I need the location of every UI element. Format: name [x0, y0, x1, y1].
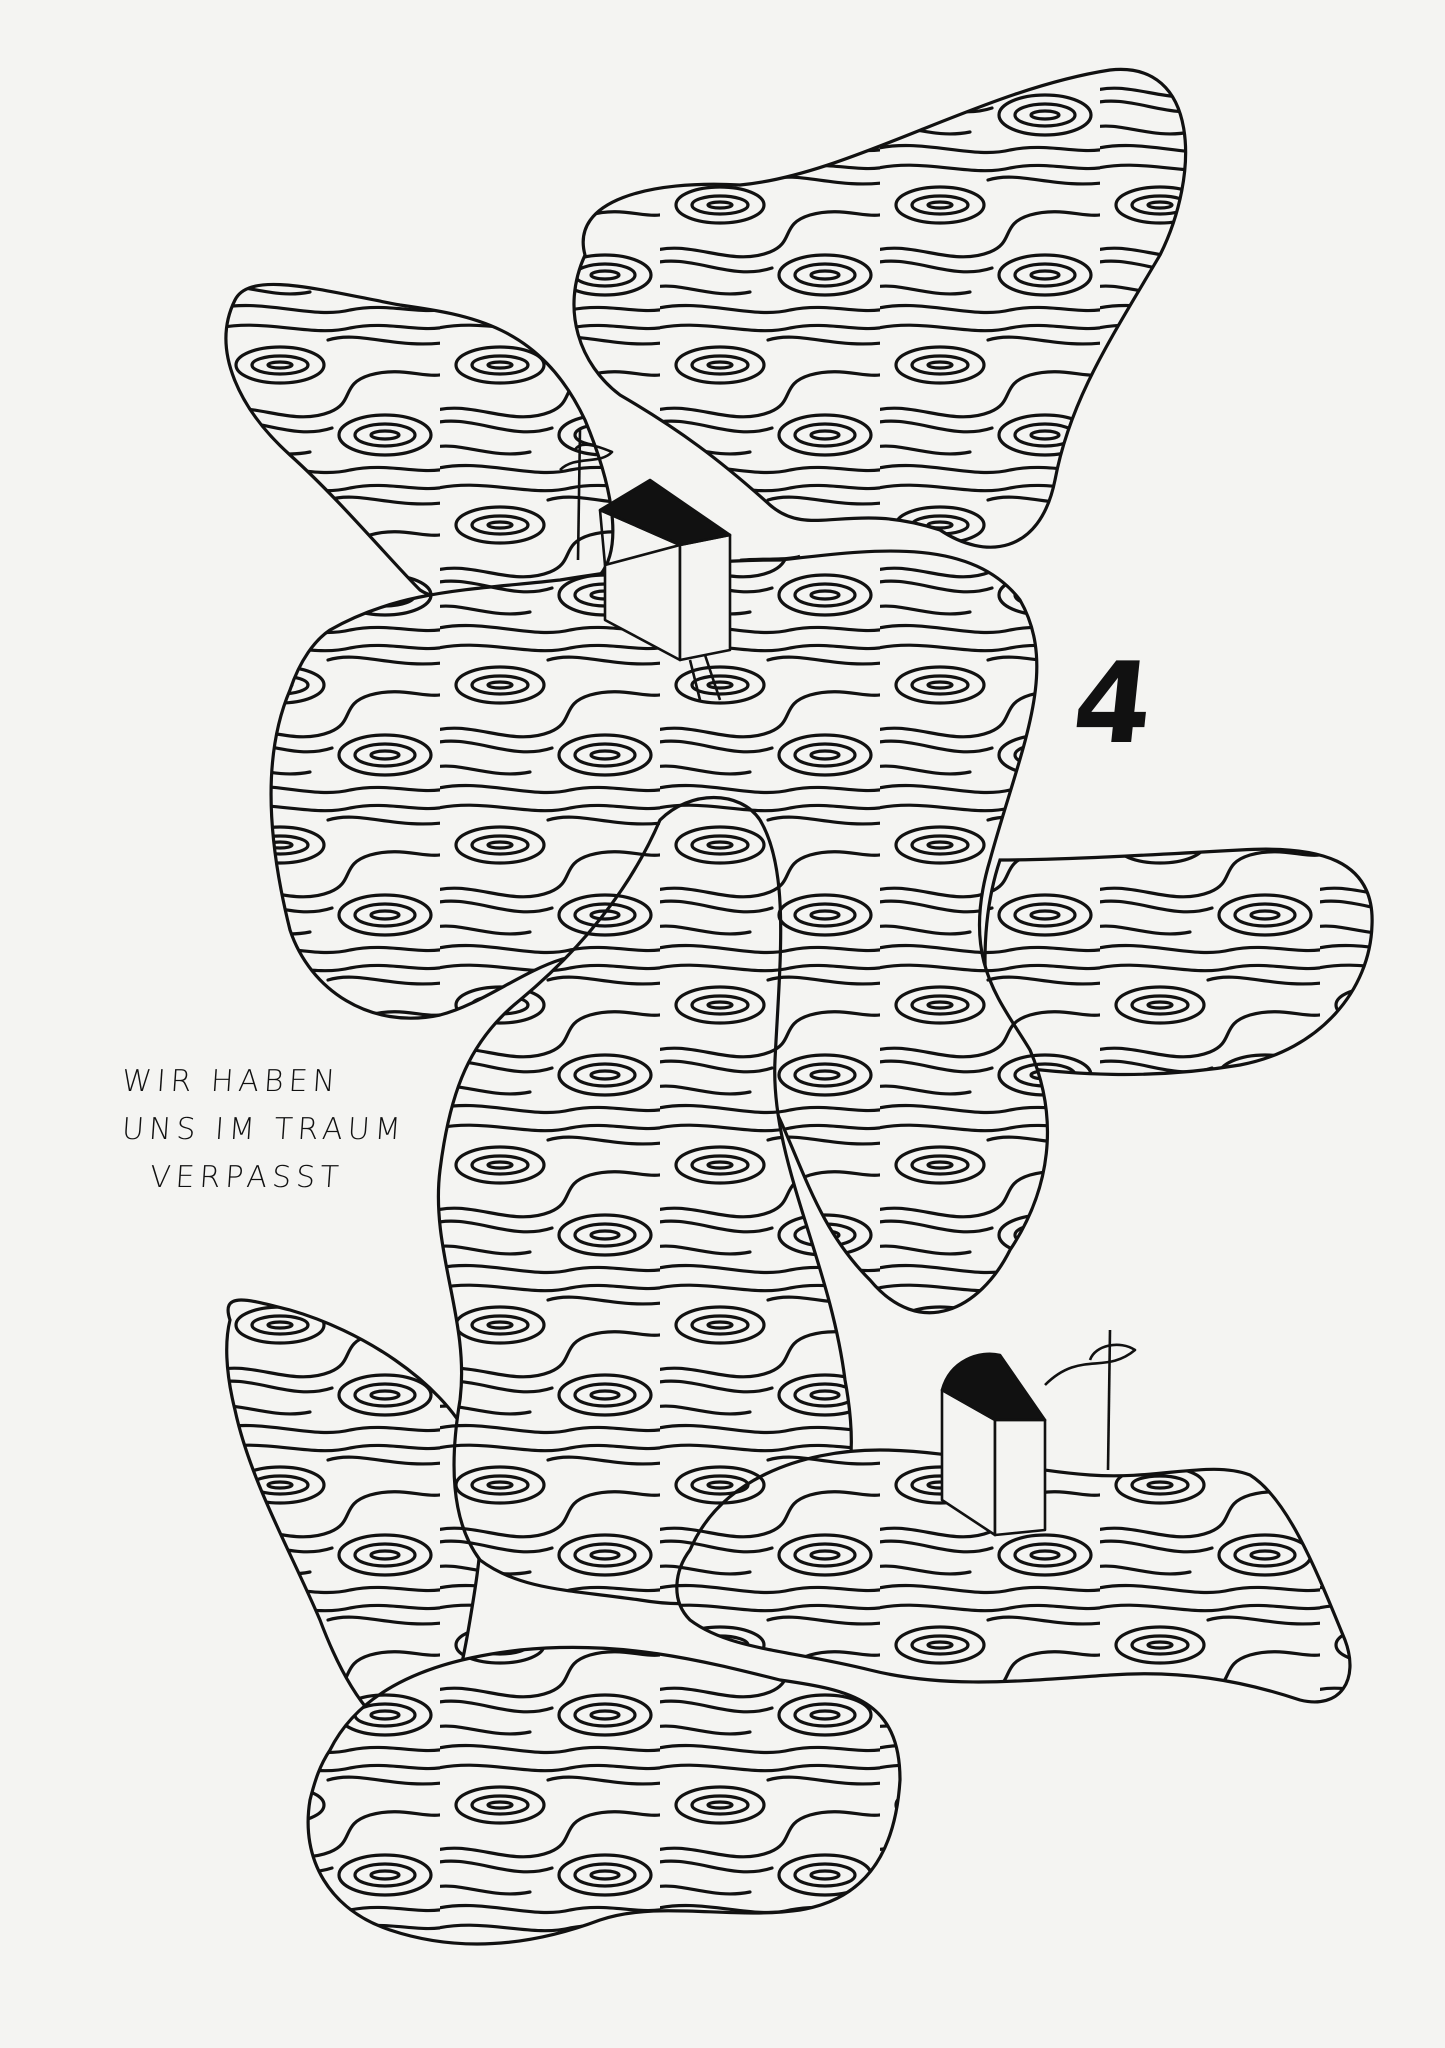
- trail-line: [739, 554, 801, 562]
- house-lower: [940, 1329, 1137, 1537]
- landmass-bottom: [306, 1645, 902, 1946]
- landmass-right-arm: [983, 847, 1374, 1077]
- caption-line-1: WIR HABEN: [120, 1064, 342, 1099]
- caption-line-2: UNS IM TRAUM: [120, 1112, 407, 1147]
- landmass-top-left: [224, 282, 615, 603]
- page-number: 4: [1067, 639, 1159, 769]
- caption-line-3: VERPASST: [148, 1160, 345, 1195]
- house-upper: [559, 429, 732, 701]
- landmass-top-right: [572, 67, 1188, 549]
